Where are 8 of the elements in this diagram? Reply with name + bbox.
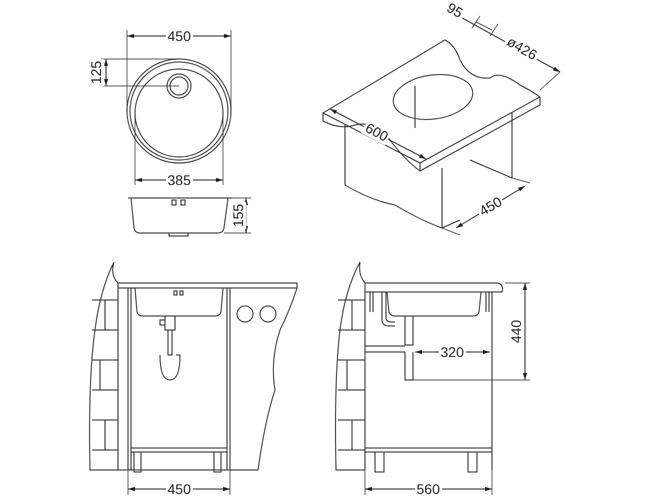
dimension-label: 155 xyxy=(230,201,246,229)
dimension-label: 450 xyxy=(166,482,193,496)
dimension-label: 450 xyxy=(166,28,193,44)
dimension-label: 125 xyxy=(88,58,104,86)
dimension-label: 385 xyxy=(166,172,193,188)
dimension-label: 320 xyxy=(438,344,466,360)
dimension-label: 560 xyxy=(414,482,442,496)
dimension-label: 440 xyxy=(508,317,524,345)
